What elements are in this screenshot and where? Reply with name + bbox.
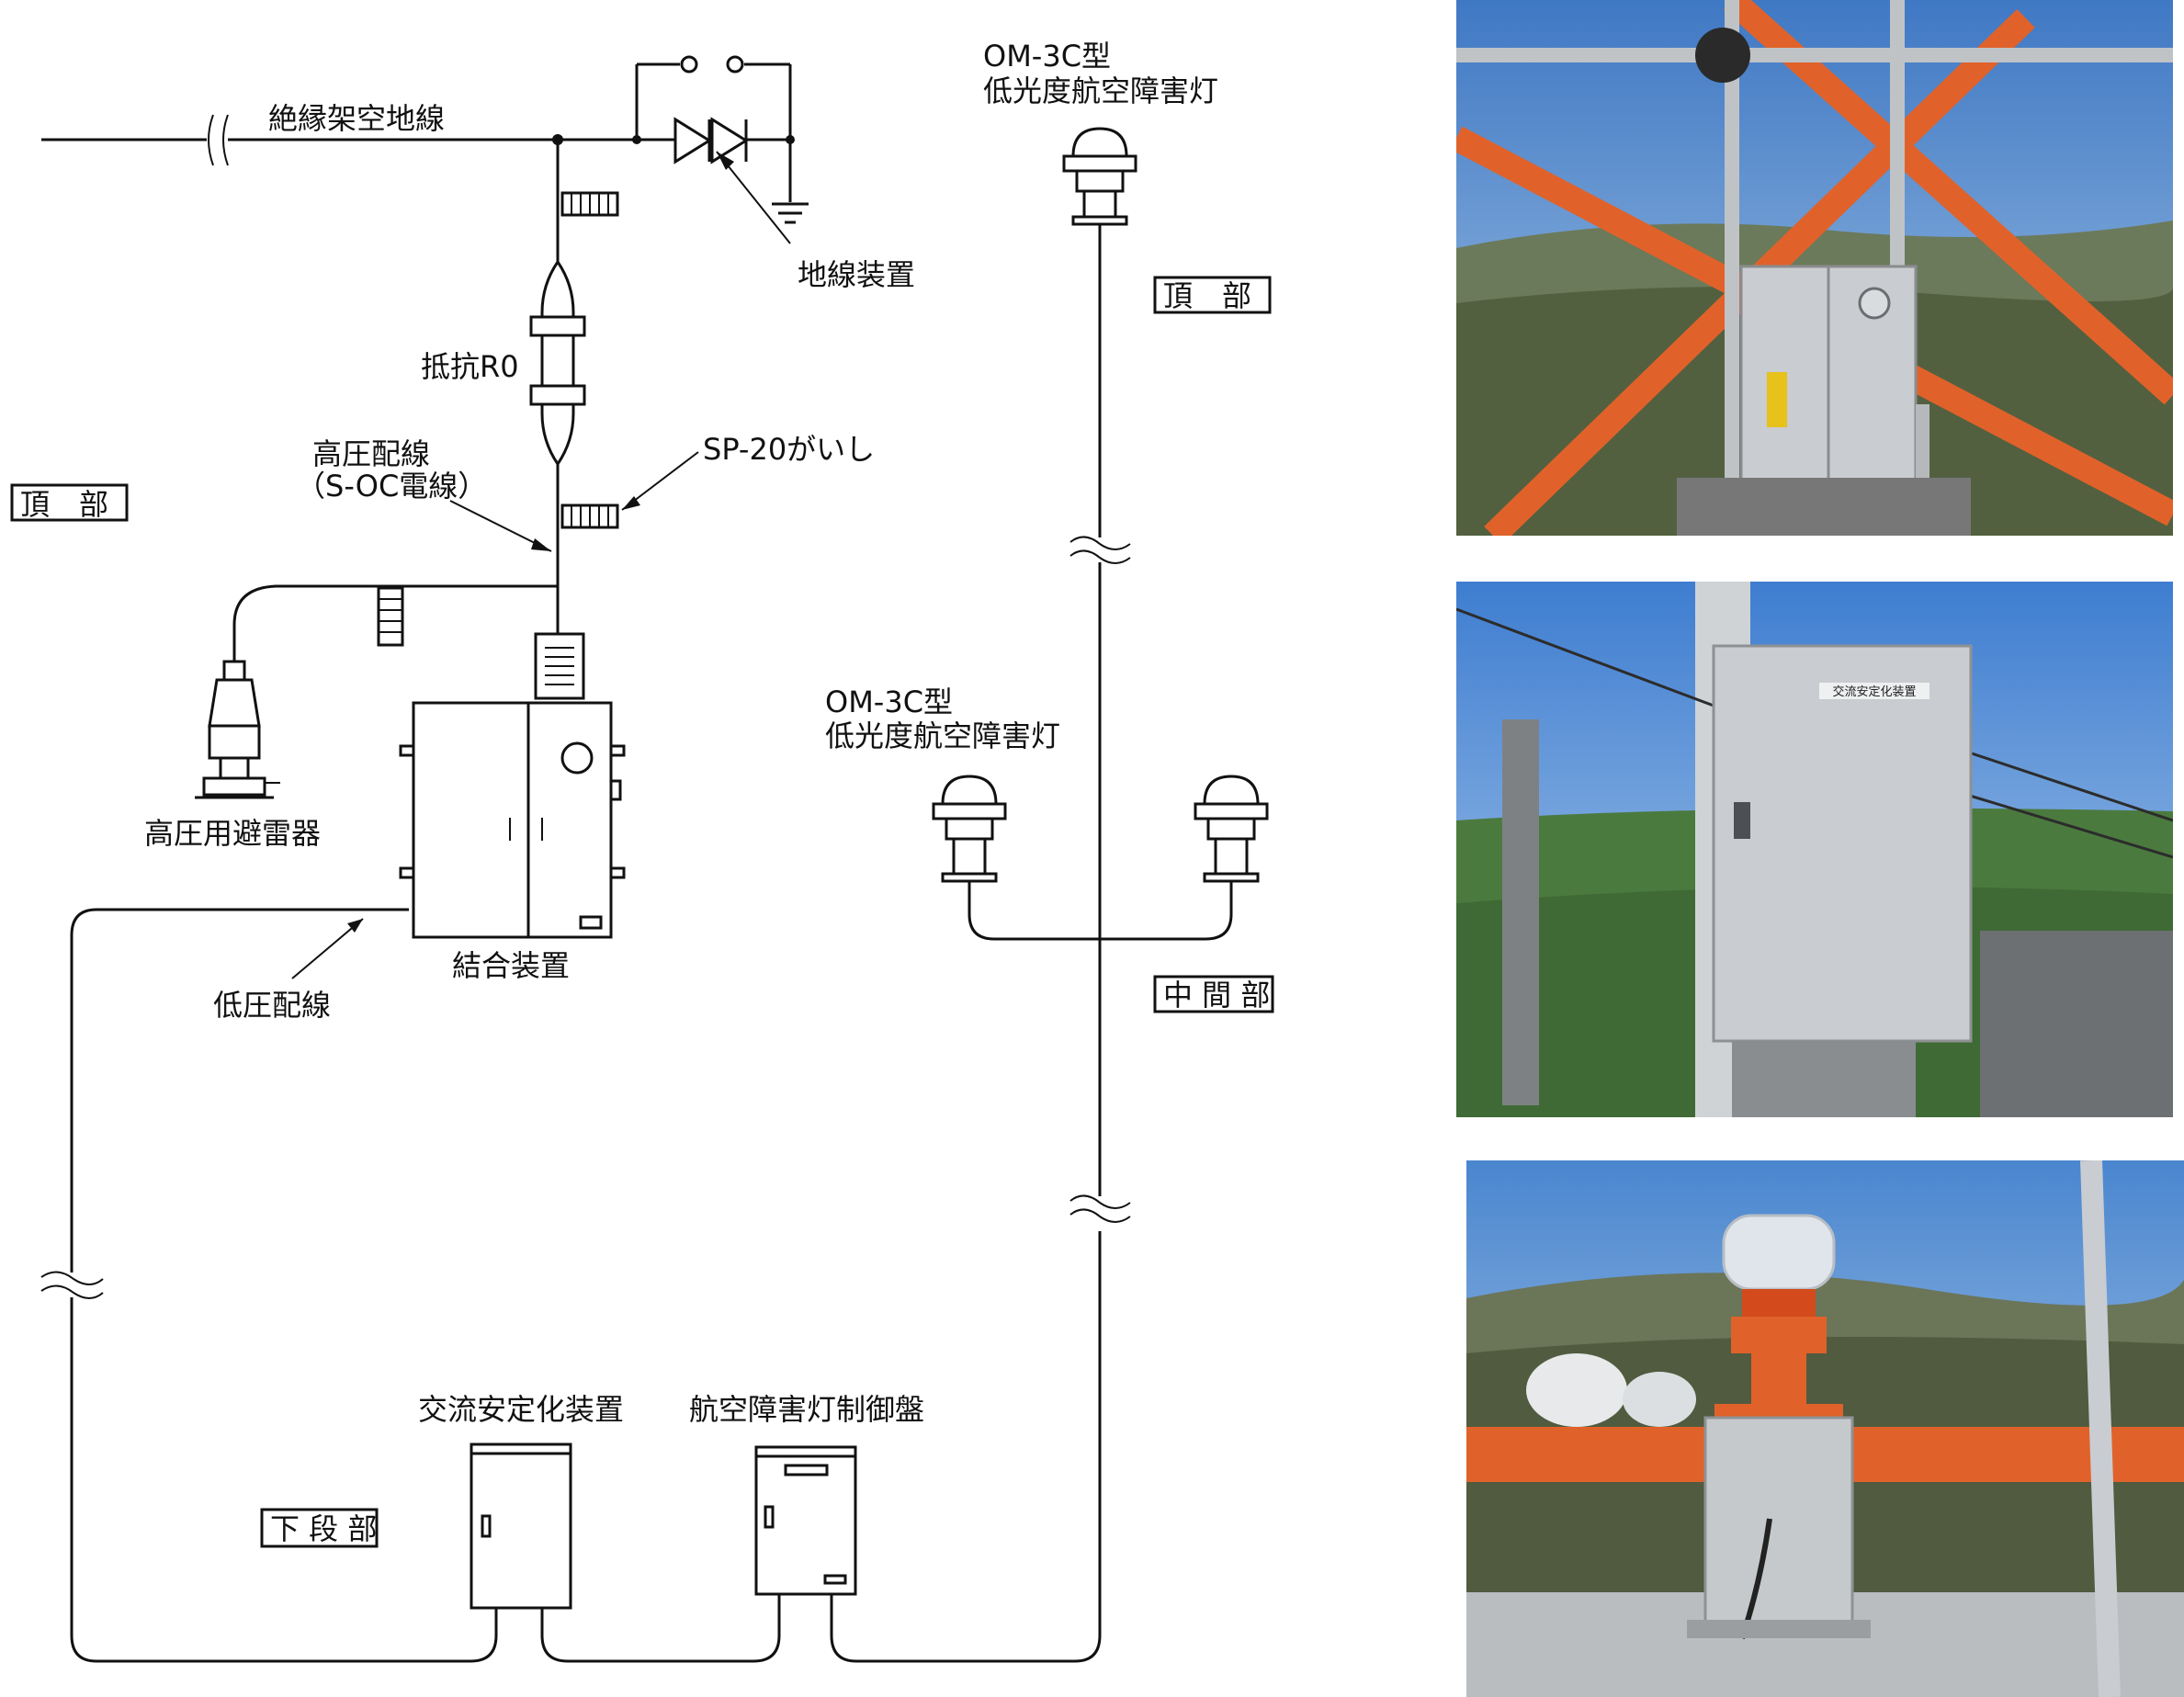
ac-stabilizer-cabinet [470, 1442, 572, 1610]
section-tag-middle [1153, 975, 1274, 1013]
coupling-device [399, 632, 626, 939]
photo-ac-stabilizer-sign: 交流安定化装置 [1832, 684, 1916, 699]
ground-device-label: 地線装置 [798, 257, 915, 292]
photo-aviation-obstruction-lamp [1466, 1160, 2184, 1697]
lightning-arrester [195, 584, 558, 799]
wiring-schematic: 絶縁架空地線 地線装置 抵抗R0 高圧配線 （S-OC電線） SP-20がいし [10, 39, 1274, 1663]
hv-wiring-sub-label: （S-OC電線） [296, 469, 487, 503]
section-tag-top-left [10, 483, 129, 522]
lv-wiring-label: 低圧配線 [213, 988, 331, 1023]
control-panel-label: 航空障害灯制御盤 [689, 1392, 924, 1427]
hv-riser [529, 140, 619, 634]
control-panel-cabinet [754, 1445, 857, 1596]
sp20-insulator-label: SP-20がいし [703, 432, 875, 467]
photo-tower-top-coupling-device [1456, 0, 2173, 536]
section-top-right-label: 頂 部 [1163, 278, 1251, 313]
section-tag-top-right [1153, 276, 1272, 314]
ac-stabilizer-label: 交流安定化装置 [418, 1392, 624, 1427]
lamp-top-model-label: OM-3C型 [983, 39, 1111, 74]
ground-wire-label: 絶縁架空地線 [268, 101, 445, 136]
low-voltage-loop [40, 908, 1102, 1663]
aviation-lamp-mid-left [932, 775, 1007, 883]
coupling-device-label: 結合装置 [452, 948, 570, 983]
aviation-lamp-top [1062, 127, 1137, 226]
lamp-top-name-label: 低光度航空障害灯 [983, 74, 1218, 108]
lamp-riser [968, 221, 1233, 1223]
hv-wiring-label: 高圧配線 [312, 436, 430, 471]
lamp-mid-model-label: OM-3C型 [825, 684, 953, 719]
aviation-lamp-mid-right [1194, 775, 1269, 883]
photo-ac-stabilizer: 交流安定化装置 [1456, 582, 2173, 1117]
resistor-label: 抵抗R0 [421, 349, 519, 384]
ground-device [635, 55, 809, 244]
section-top-left-label: 頂 部 [20, 487, 108, 522]
section-middle-label: 中 間 部 [1163, 978, 1270, 1013]
section-lower-label: 下 段 部 [270, 1511, 377, 1546]
lamp-mid-name-label: 低光度航空障害灯 [825, 718, 1060, 753]
lightning-arrester-label: 高圧用避雷器 [144, 816, 321, 851]
section-tag-lower [260, 1508, 379, 1548]
